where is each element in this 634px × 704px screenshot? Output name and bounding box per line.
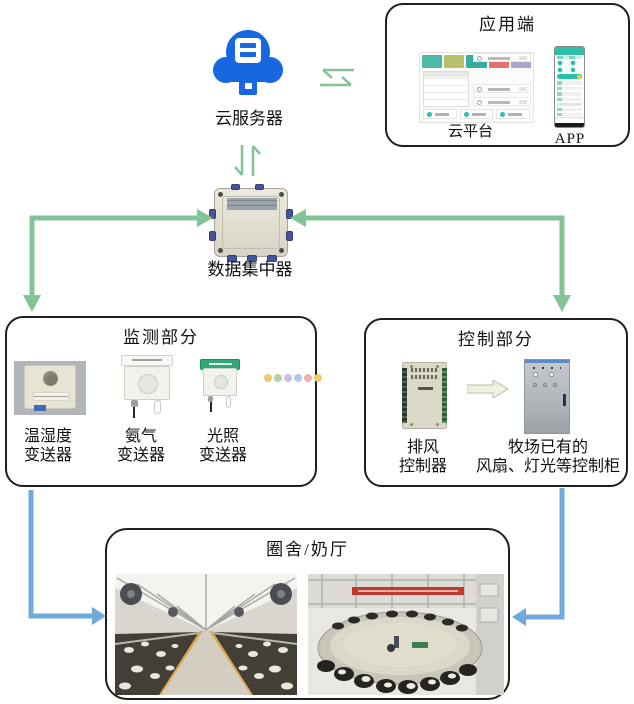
light-sensor-image: [200, 359, 240, 412]
monitoring-panel: 监测部分 温湿度变送器 氨气变送器 光照变送器: [5, 316, 322, 487]
platform-cards: [423, 109, 531, 119]
color-dot: [422, 55, 443, 68]
platform-label: 云平台: [447, 124, 493, 140]
app-header: [555, 47, 584, 55]
app-screenshot: [554, 46, 585, 128]
exhaust-controller-label: 排风控制器: [398, 439, 447, 475]
cow-barn-photo: [115, 574, 297, 695]
exhaust-controller-image: [402, 362, 447, 429]
right-block-arrow-icon: [467, 380, 508, 398]
control-title: 控制部分: [458, 330, 534, 349]
monitoring-title: 监测部分: [123, 328, 199, 347]
cloud-server-icon: [211, 24, 285, 110]
sensor-dome: [43, 371, 58, 386]
application-title: 应用端: [479, 15, 536, 34]
device-nameplate: [227, 198, 277, 210]
barn-title: 圈舍/奶厅: [266, 540, 349, 559]
color-dot: [284, 374, 292, 382]
color-dot: [304, 374, 312, 382]
control-cabinet-label: 牧场已有的风扇、灯光等控制柜: [475, 439, 620, 475]
cloud-concentrator-sync-icon: [234, 145, 261, 176]
platform-row: [473, 84, 531, 93]
sensor-connector: [34, 405, 46, 411]
app-label: APP: [554, 131, 586, 147]
platform-table: [423, 71, 469, 107]
application-panel: 应用端 云平台 APP: [385, 3, 630, 147]
concentrator-control-arrow: [290, 209, 571, 312]
cloud-server-label: 云服务器: [215, 109, 283, 128]
control-barn-arrow: [512, 488, 565, 626]
color-dot: [274, 374, 282, 382]
platform-row: [473, 53, 531, 62]
temp-humidity-sensor-image: [14, 361, 86, 415]
color-dot: [264, 374, 272, 382]
app-tiles: [557, 60, 582, 74]
concentrator-label: 数据集中器: [207, 260, 293, 279]
data-concentrator-device: [209, 184, 293, 262]
app-nav: [555, 117, 584, 123]
color-dot: [444, 55, 465, 68]
color-dot: [294, 374, 302, 382]
ellipsis-dots: [264, 374, 322, 382]
cloud-platform-screenshot: [419, 52, 534, 123]
ammonia-sensor-label: 氨气变送器: [116, 428, 165, 464]
platform-row: [473, 97, 531, 106]
phone-bezel: [555, 122, 584, 127]
color-dot: [314, 374, 322, 382]
barn-panel: 圈舍/奶厅: [105, 528, 510, 700]
light-sensor-label: 光照变送器: [198, 428, 247, 464]
control-cabinet-image: [524, 359, 570, 434]
cloud-app-sync-icon: [320, 68, 354, 87]
control-panel: 控制部分 排风控制器 牧场已有的风扇、灯光等控制柜: [364, 318, 628, 487]
cabinet-handle: [563, 394, 566, 406]
app-banner: [557, 74, 582, 80]
ammonia-sensor-image: [121, 355, 173, 418]
rotary-milking-parlor-photo: [308, 574, 504, 695]
monitoring-barn-arrow: [28, 490, 106, 625]
temp-humidity-sensor-label: 温湿度变送器: [23, 428, 72, 464]
